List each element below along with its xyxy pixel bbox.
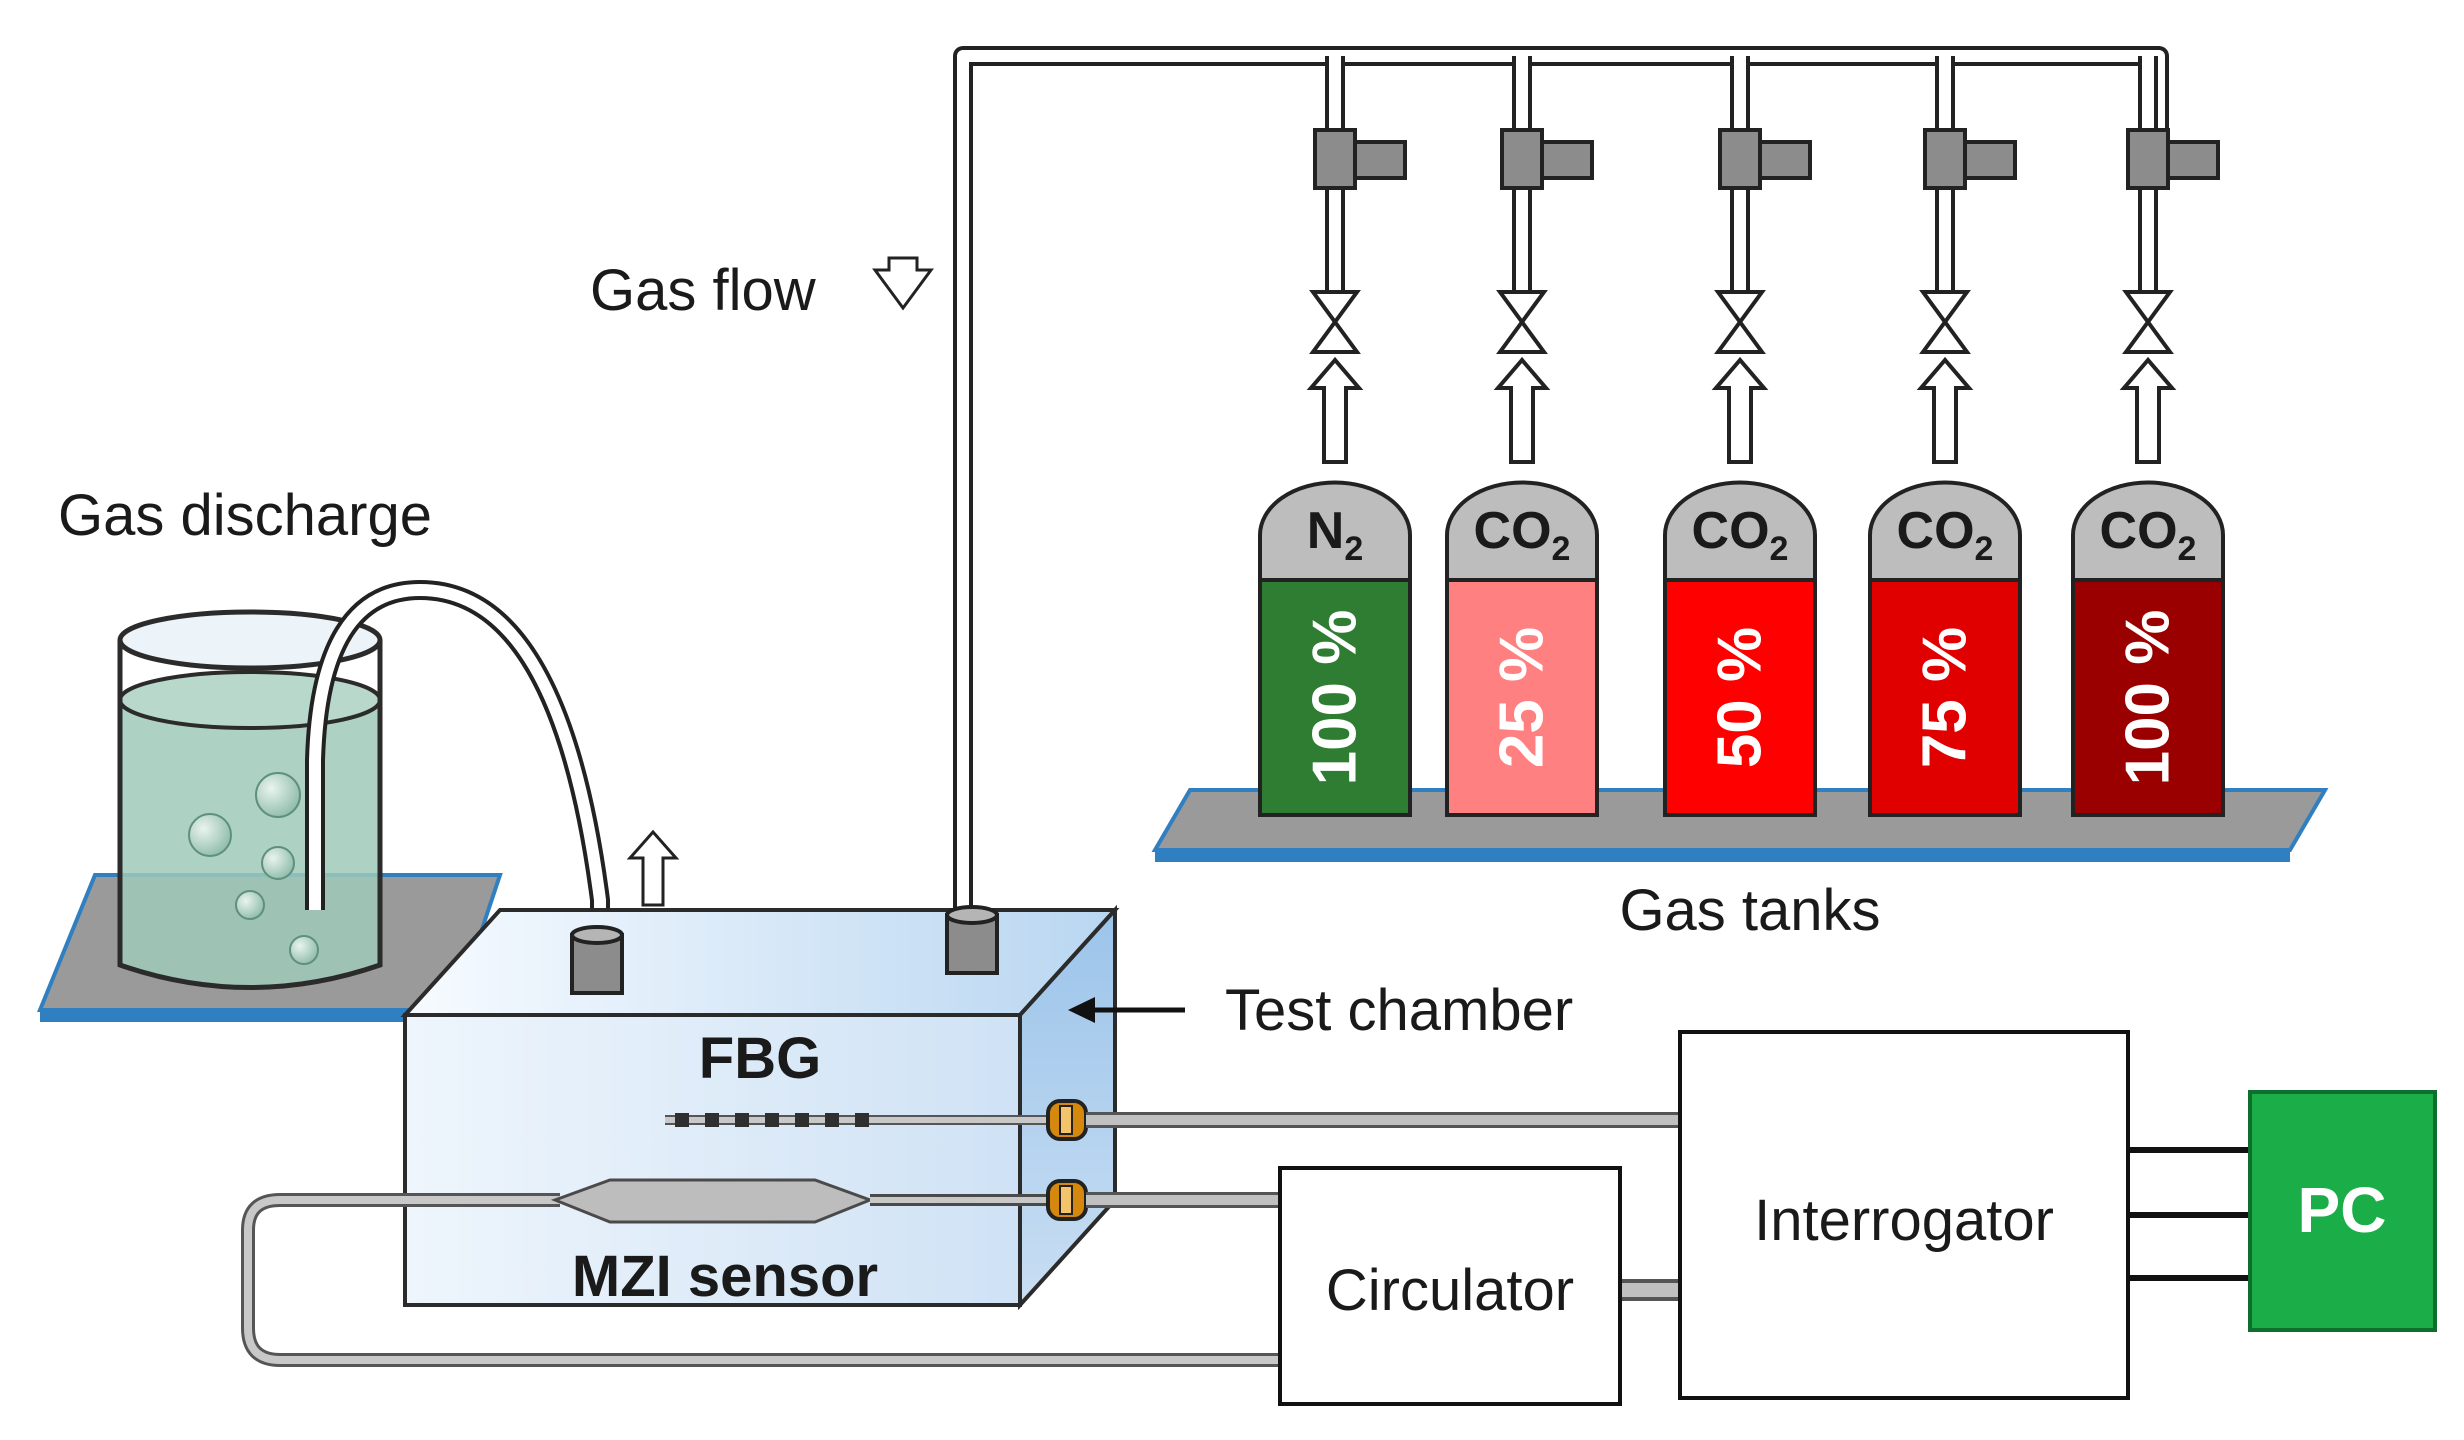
shutoff-valve-icon [2122,290,2174,354]
gas-tank: CO2 75 % [1868,480,2022,817]
tank-body [2071,578,2225,817]
mzi-sensor-label: MZI sensor [572,1244,878,1309]
gas-flow-label: Gas flow [590,258,817,323]
tank-gas-label: CO2 [1897,502,1994,568]
tank-concentration-label: 75 % [1911,627,1980,768]
gas-tank: CO2 100 % [2071,480,2225,817]
gas-flow-arrow-icon [872,256,934,311]
shutoff-valve-icon [1496,290,1548,354]
tank-concentration-label: 50 % [1706,627,1775,768]
shutoff-valve-icon [1309,290,1361,354]
tank-line-1 [1306,128,1407,464]
mzi-sensor-element [405,1178,1068,1224]
tank-gas-label: N2 [1307,502,1363,568]
pressure-regulator-icon [1313,128,1407,190]
mzi-connector [1046,1179,1088,1221]
gas-bubbles [188,772,319,965]
tank-gas-label: CO2 [1692,502,1789,568]
gas-tank: CO2 25 % [1445,480,1599,817]
tank-body [1258,578,1412,817]
tank-line-3 [1711,128,1812,464]
shutoff-valve-icon [1919,290,1971,354]
mzi-fiber-loop [241,1193,1280,1367]
fbg-fiber [665,1113,1068,1127]
tank-gas-label: CO2 [2100,502,2197,568]
tank-hardware [1306,128,2220,464]
tank-cap [1258,480,1412,582]
external-fibers [1086,1112,1680,1301]
gas-tanks: N2 100 % CO2 25 % CO2 50 % CO2 75 % CO2 100 % [1258,480,2225,817]
gas-direction-arrow-icon [2119,356,2177,464]
discharge-tube [305,579,610,935]
tank-line-2 [1493,128,1594,464]
gas-direction-arrow-icon [1711,356,1769,464]
gas-tank: N2 100 % [1258,480,1412,817]
pressure-regulator-icon [1923,128,2017,190]
circulator-label: Circulator [1326,1258,1574,1323]
pc-box [2248,1090,2437,1332]
gas-tanks-label: Gas tanks [1619,878,1880,943]
shutoff-valve-icon [1714,290,1766,354]
pressure-regulator-icon [1500,128,1594,190]
gas-direction-arrow-icon [1916,356,1974,464]
tank-gas-label: CO2 [1474,502,1571,568]
test-chamber-label: Test chamber [1225,978,1573,1043]
tank-concentration-label: 100 % [1301,610,1370,786]
fbg-grating [675,1113,869,1127]
outflow-arrow-icon [626,829,680,907]
tank-body [1663,578,1817,817]
tank-cap [1445,480,1599,582]
pc-cables [2128,1147,2250,1281]
tank-line-4 [1916,128,2017,464]
gas-discharge-label: Gas discharge [58,483,432,548]
water-beaker [117,609,383,990]
tank-body [1868,578,2022,817]
tank-cap [1868,480,2022,582]
outlet-port [570,925,624,995]
interrogator-label: Interrogator [1754,1188,2054,1253]
pressure-regulator-icon [2126,128,2220,190]
circulator-box [1278,1166,1622,1406]
tank-concentration-label: 25 % [1488,627,1557,768]
gas-tank: CO2 50 % [1663,480,1817,817]
tank-line-5 [2119,128,2220,464]
tank-cap [1663,480,1817,582]
tank-body [1445,578,1599,817]
fbg-connector [1046,1099,1088,1141]
test-chamber-arrow-icon [1068,997,1185,1023]
pc-label: PC [2298,1174,2387,1246]
tank-concentration-label: 100 % [2114,610,2183,786]
gas-direction-arrow-icon [1493,356,1551,464]
interrogator-box [1678,1030,2130,1400]
gas-direction-arrow-icon [1306,356,1364,464]
tank-cap [2071,480,2225,582]
fbg-label: FBG [699,1026,821,1091]
pressure-regulator-icon [1718,128,1812,190]
inlet-port [945,905,999,975]
gas-supply-pipe [953,46,2169,910]
